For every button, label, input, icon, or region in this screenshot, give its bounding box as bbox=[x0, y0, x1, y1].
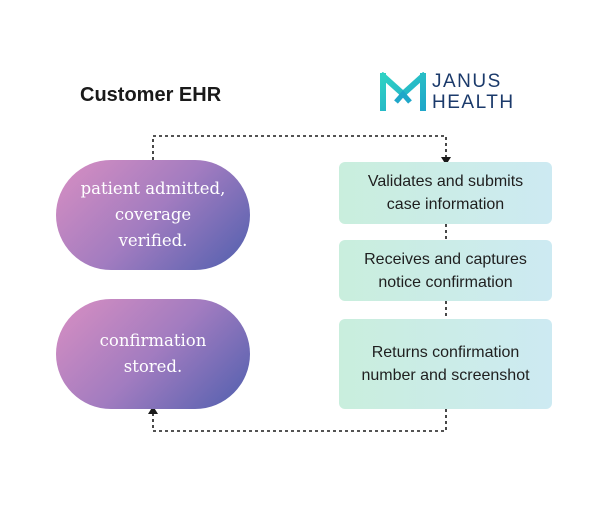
arrowhead-down bbox=[441, 157, 451, 165]
janus-step-return: Returns confirmation number and screensh… bbox=[339, 319, 552, 409]
arrowhead-up bbox=[148, 406, 158, 414]
connector-bottom bbox=[152, 409, 447, 432]
customer-step-label: patient admitted, coverage verified. bbox=[80, 179, 226, 250]
janus-step-receive: Receives and captures notice confirmatio… bbox=[339, 240, 552, 301]
logo-line-1: JANUS bbox=[432, 71, 502, 92]
janus-step-validate: Validates and submits case information bbox=[339, 162, 552, 224]
janus-step-label: Receives and captures notice confirmatio… bbox=[364, 250, 527, 291]
janus-step-label: Returns confirmation number and screensh… bbox=[361, 344, 530, 384]
janus-step-label: Validates and submits case information bbox=[367, 173, 524, 213]
janus-health-logo: JANUS HEALTH bbox=[380, 70, 520, 114]
customer-ehr-title: Customer EHR bbox=[80, 84, 222, 106]
connector-top bbox=[152, 135, 447, 160]
customer-step-label: confirmation stored. bbox=[99, 331, 207, 376]
customer-step-stored: confirmation stored. bbox=[56, 299, 250, 409]
customer-step-admitted: patient admitted, coverage verified. bbox=[56, 160, 250, 270]
janus-mark-icon bbox=[380, 72, 426, 111]
logo-line-2: HEALTH bbox=[432, 92, 515, 113]
